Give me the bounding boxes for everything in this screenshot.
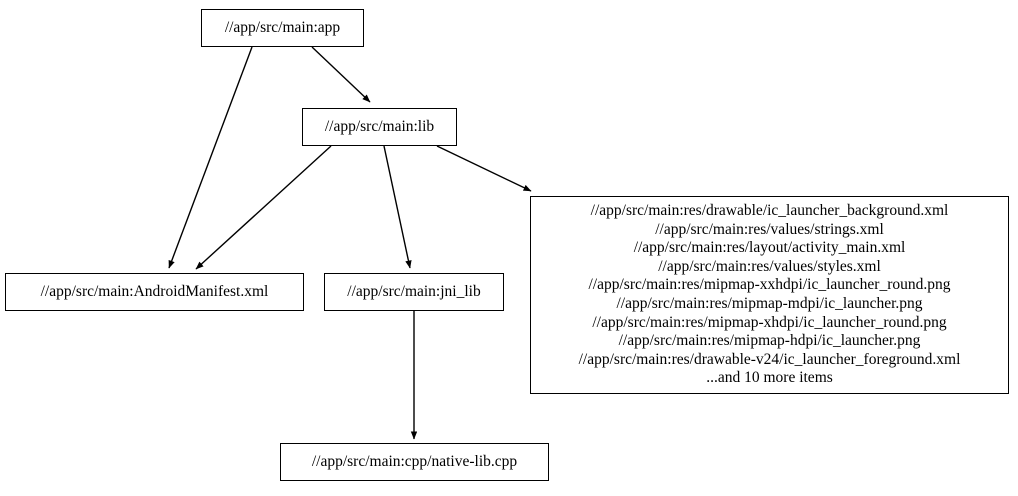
graph-node-lib-label: //app/src/main:lib	[324, 118, 435, 136]
graph-node-lib[interactable]: //app/src/main:lib	[302, 108, 457, 146]
edge-app-to-manifest	[168, 46, 253, 269]
graph-node-jni-lib-label: //app/src/main:jni_lib	[347, 283, 481, 301]
graph-node-res-group-line: //app/src/main:res/mipmap-xxhdpi/ic_laun…	[588, 276, 951, 294]
edge-lib-to-manifest	[195, 145, 332, 270]
graph-node-res-group-line: ...and 10 more items	[706, 369, 833, 387]
graph-node-res-group-line: //app/src/main:res/mipmap-xhdpi/ic_launc…	[592, 313, 947, 331]
graph-node-res-group[interactable]: //app/src/main:res/drawable/ic_launcher_…	[530, 196, 1009, 394]
graph-node-jni-lib[interactable]: //app/src/main:jni_lib	[324, 273, 504, 311]
graph-node-res-group-line: //app/src/main:res/layout/activity_main.…	[633, 239, 906, 257]
graph-node-res-group-lines: //app/src/main:res/drawable/ic_launcher_…	[537, 202, 1002, 388]
graph-node-res-group-line: //app/src/main:res/mipmap-hdpi/ic_launch…	[618, 332, 921, 350]
edge-lib-to-jni-lib	[383, 145, 412, 269]
graph-node-res-group-line: //app/src/main:res/drawable-v24/ic_launc…	[578, 350, 961, 368]
graph-node-app[interactable]: //app/src/main:app	[201, 9, 364, 47]
graph-node-native-lib-cpp-label: //app/src/main:cpp/native-lib.cpp	[311, 453, 518, 471]
graph-node-res-group-line: //app/src/main:res/drawable/ic_launcher_…	[590, 202, 949, 220]
graph-node-native-lib-cpp[interactable]: //app/src/main:cpp/native-lib.cpp	[280, 443, 549, 481]
edge-lib-to-res-group	[436, 145, 532, 192]
graph-node-android-manifest-label: //app/src/main:AndroidManifest.xml	[40, 283, 269, 301]
graph-node-app-label: //app/src/main:app	[224, 19, 341, 37]
graph-node-res-group-line: //app/src/main:res/mipmap-mdpi/ic_launch…	[616, 295, 923, 312]
graph-node-res-group-line: //app/src/main:res/values/strings.xml	[655, 220, 884, 238]
graph-node-res-group-line: //app/src/main:res/values/styles.xml	[658, 257, 881, 275]
edge-app-to-lib	[311, 46, 371, 103]
graph-node-android-manifest[interactable]: //app/src/main:AndroidManifest.xml	[5, 273, 304, 311]
